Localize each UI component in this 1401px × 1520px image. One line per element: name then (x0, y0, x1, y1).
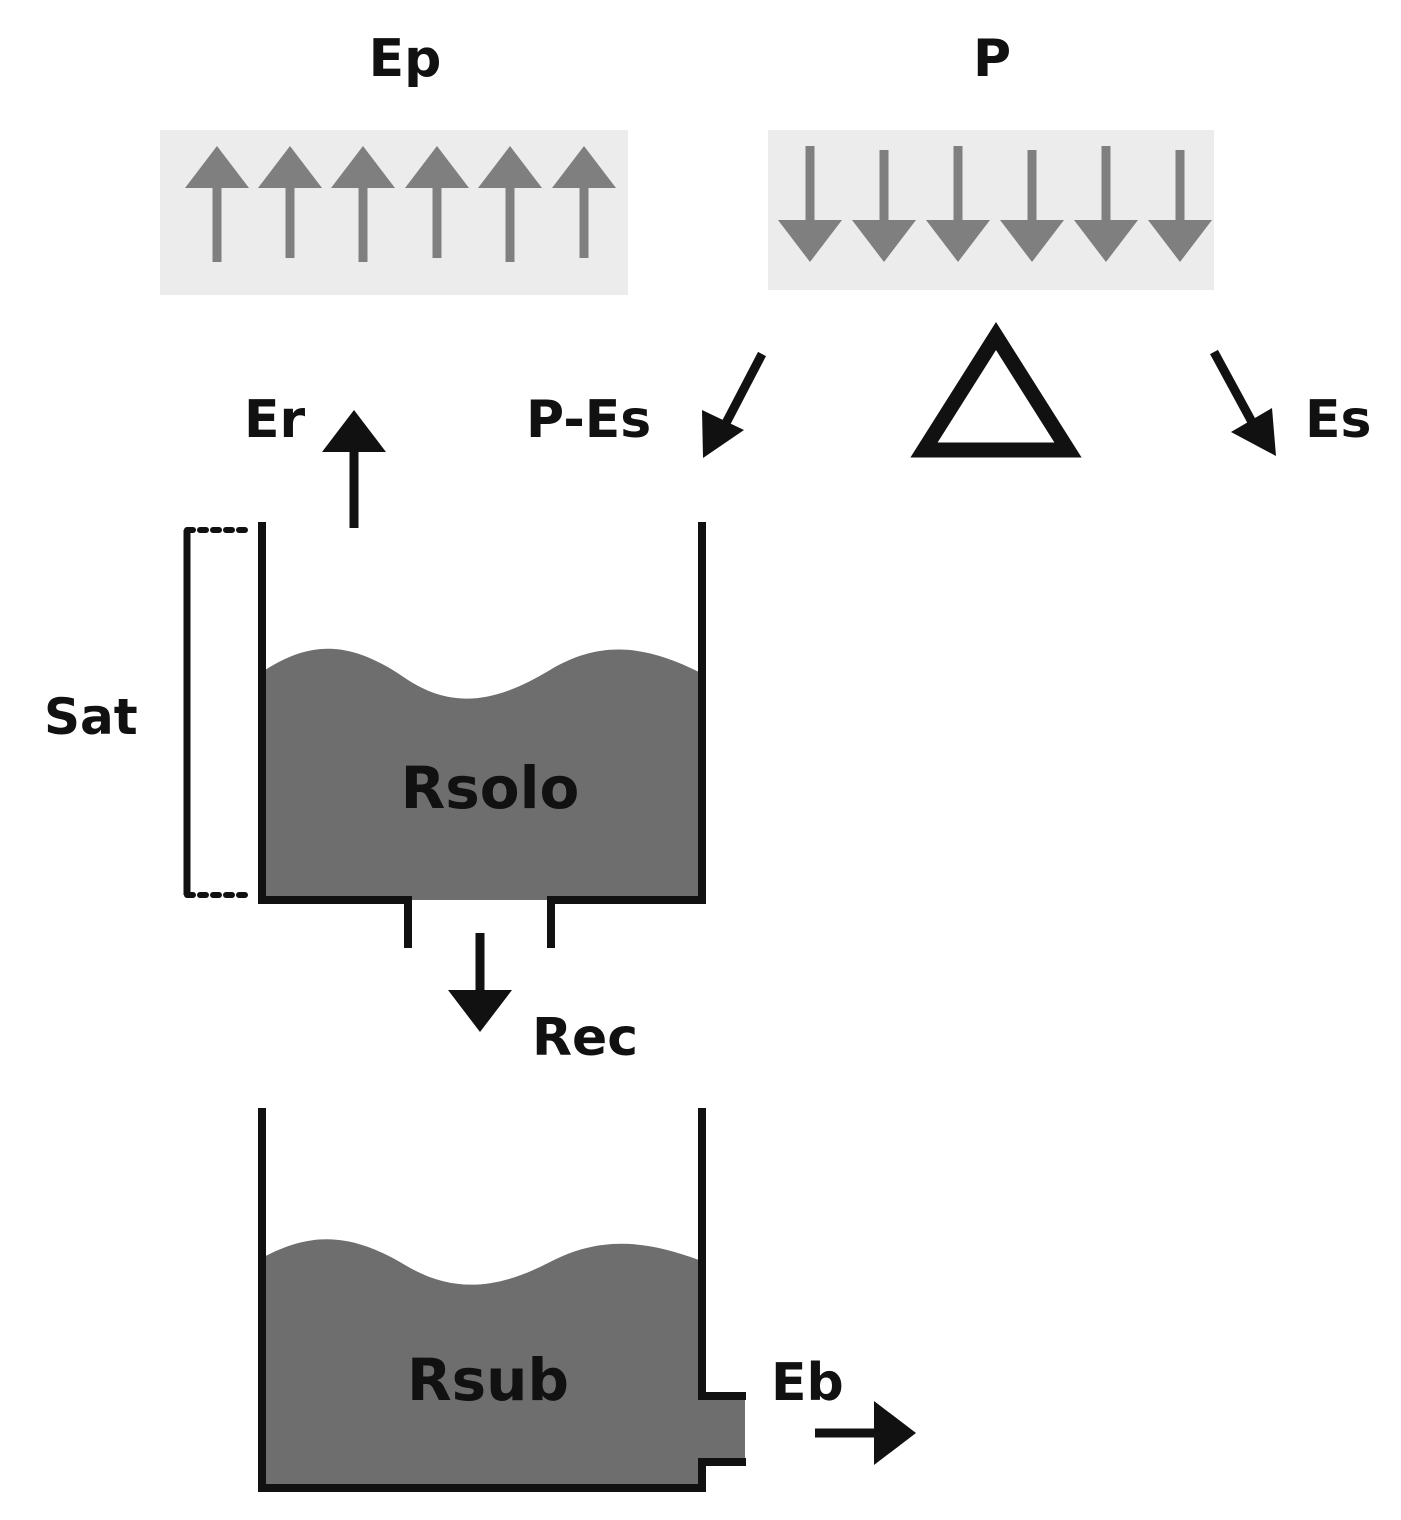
down-arrow-icon (1074, 146, 1138, 262)
up-arrow-icon (478, 146, 542, 262)
p-es-arrow-icon (702, 351, 766, 458)
rec-label: Rec (532, 1008, 638, 1068)
down-arrows-icon (778, 146, 1212, 262)
down-arrow-icon (1148, 150, 1212, 262)
rsub-label: Rsub (407, 1346, 569, 1414)
p-es-label: P-Es (526, 390, 651, 450)
eb-label: Eb (771, 1353, 844, 1413)
down-arrow-icon (1000, 150, 1064, 262)
up-arrow-icon (552, 146, 616, 258)
p-label: P (973, 29, 1011, 89)
rsolo-wall-right (547, 522, 706, 948)
up-arrows-icon (185, 146, 616, 262)
ep-label: Ep (369, 29, 442, 89)
rec-arrow-icon (448, 933, 512, 1032)
precipitation-arrows (768, 130, 1214, 290)
rsub-wall-bottom (258, 1108, 746, 1492)
down-arrow-icon (778, 146, 842, 262)
rsolo-wall-left (258, 522, 412, 948)
rsolo-water (262, 648, 699, 900)
down-arrow-icon (926, 146, 990, 262)
evaporation-arrows (160, 130, 628, 295)
er-arrow-icon (322, 410, 386, 528)
eb-arrow-icon (815, 1401, 916, 1465)
up-arrow-icon (405, 146, 469, 258)
up-arrow-icon (258, 146, 322, 258)
triangle-icon (910, 321, 1082, 458)
up-arrow-icon (185, 146, 249, 262)
rsub-reservoir (258, 1108, 746, 1492)
rsub-wall-right (698, 1108, 746, 1400)
precipitation-background (768, 130, 1214, 290)
rsolo-label: Rsolo (401, 754, 580, 822)
es-arrow-icon (1210, 349, 1276, 456)
up-arrow-icon (331, 146, 395, 262)
down-arrow-icon (852, 150, 916, 262)
sat-label: Sat (44, 688, 138, 746)
sat-bracket (183, 527, 253, 898)
es-label: Es (1305, 390, 1371, 450)
evaporation-background (160, 130, 628, 295)
rsub-water (262, 1239, 745, 1488)
rsolo-reservoir (258, 522, 706, 948)
er-label: Er (244, 390, 306, 450)
